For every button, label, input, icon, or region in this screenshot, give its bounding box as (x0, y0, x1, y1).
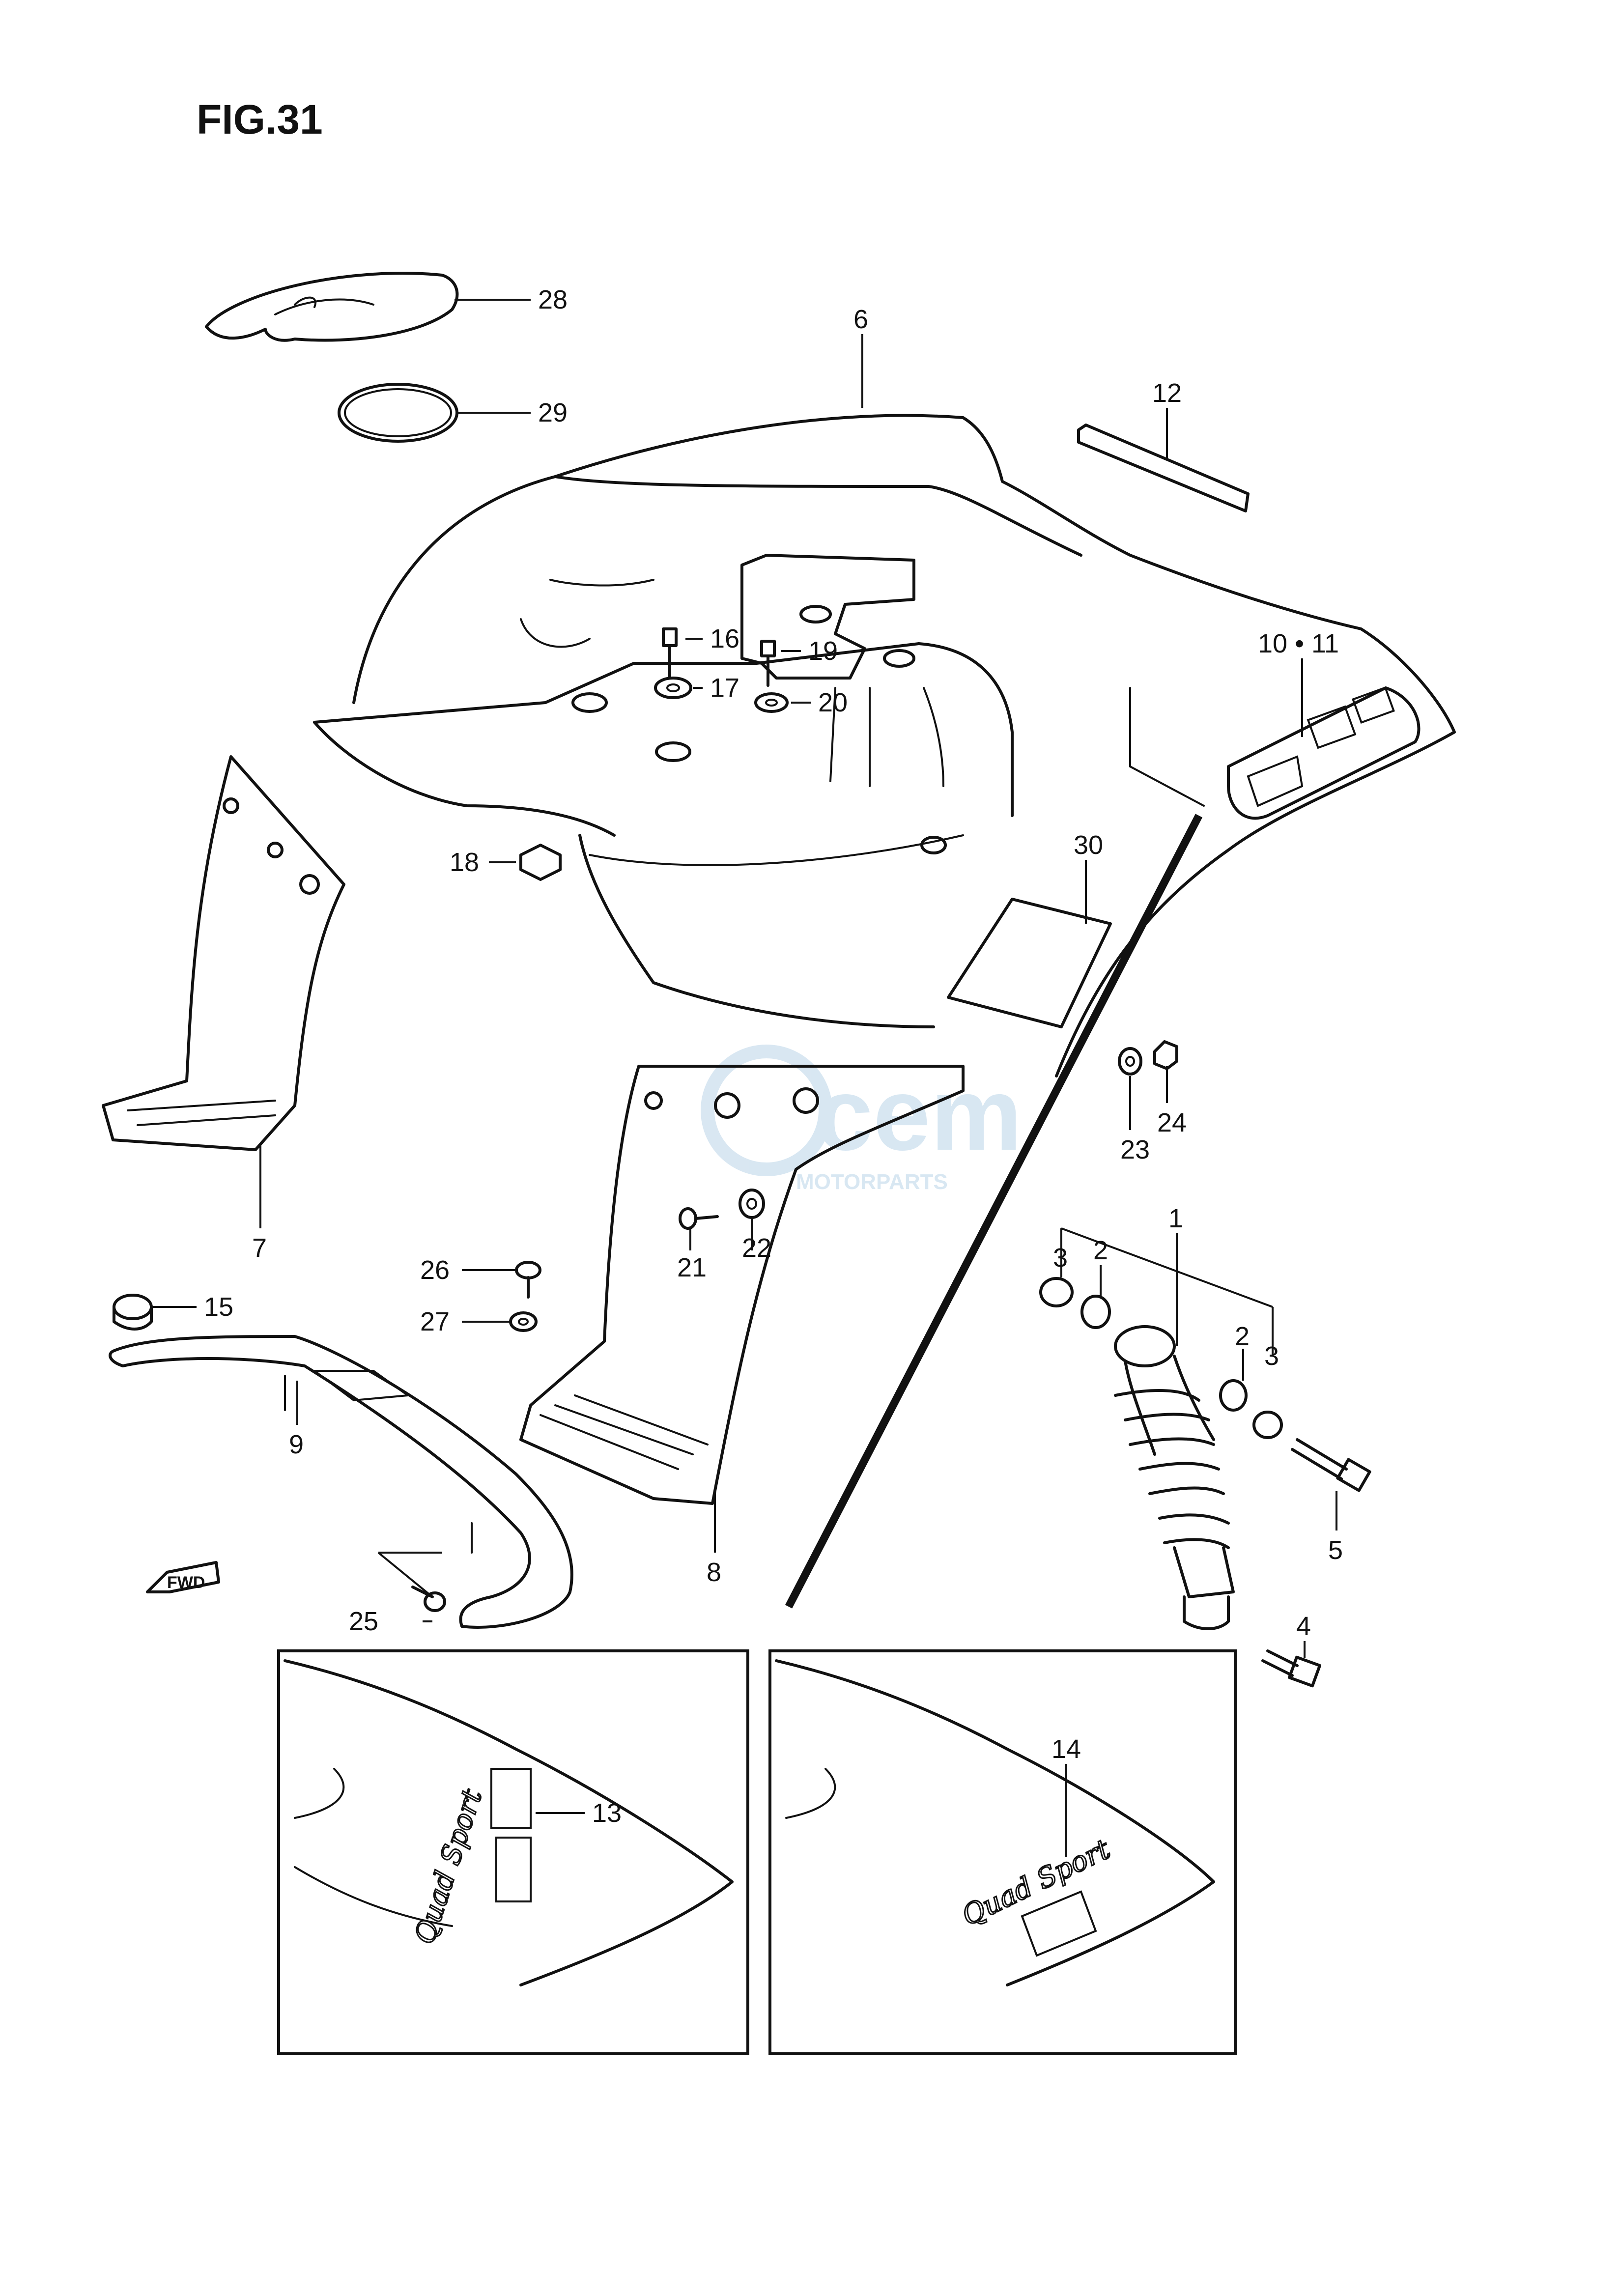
part-18-nut (519, 844, 562, 881)
part-3-bushing-right (1252, 1411, 1283, 1439)
part-2-ring-left (1080, 1295, 1111, 1329)
part-8-right-mudflap (519, 1065, 965, 1505)
part-27-washer (509, 1311, 538, 1332)
part-29-ring (338, 383, 458, 443)
callout-29: 29 (538, 398, 568, 427)
callout-1: 1 (1168, 1204, 1183, 1233)
callout-23: 23 (1120, 1135, 1150, 1164)
part-9-bracket (109, 1335, 573, 1629)
part-15-cap (113, 1294, 153, 1331)
callout-12: 12 (1152, 378, 1182, 408)
inset-panel-13: Quad Sport (277, 1649, 749, 2055)
callout-14: 14 (1052, 1734, 1081, 1764)
callout-21: 21 (677, 1253, 707, 1282)
callout-9: 9 (289, 1430, 304, 1459)
callout-10-11: 10 • 11 (1258, 629, 1339, 658)
callout-30: 30 (1074, 830, 1103, 860)
callout-20: 20 (818, 688, 848, 717)
callout-2-left: 2 (1093, 1236, 1108, 1265)
callout-5: 5 (1328, 1535, 1343, 1565)
part-3-bushing-left (1039, 1277, 1074, 1307)
fwd-arrow: FWD (146, 1561, 220, 1593)
part-19-screw (760, 640, 776, 687)
callout-15: 15 (204, 1292, 233, 1322)
divider-line (785, 814, 1203, 1609)
callout-28: 28 (538, 285, 568, 314)
part-12-strip (1077, 424, 1250, 512)
part-17-washer (654, 677, 692, 699)
figure-title: FIG.31 (197, 96, 323, 142)
callout-18: 18 (450, 848, 479, 877)
inset-13-logo-text: Quad Sport (408, 1786, 488, 1948)
part-20-washer (754, 692, 789, 713)
part-23-washer (1118, 1047, 1142, 1076)
leader-lines (152, 299, 1337, 1857)
part-24-nut (1153, 1040, 1178, 1070)
inset-panel-14: Quad Sport (768, 1649, 1237, 2055)
part-6-rear-fender (313, 414, 1456, 1077)
watermark: cem MOTORPARTS (701, 1045, 1022, 1194)
callout-16: 16 (710, 624, 739, 653)
watermark-sub: MOTORPARTS (796, 1170, 948, 1194)
part-1-shock-absorber (1114, 1325, 1235, 1630)
callout-26: 26 (420, 1255, 450, 1285)
fwd-arrow-label: FWD (167, 1573, 205, 1592)
part-4-bolt (1261, 1649, 1322, 1688)
callout-4: 4 (1296, 1612, 1311, 1641)
part-22-washer (739, 1189, 765, 1219)
part-26-screw (515, 1261, 541, 1299)
part-28-seat-pad (205, 272, 459, 342)
callout-13: 13 (592, 1798, 622, 1828)
callout-22: 22 (742, 1233, 771, 1263)
part-7-left-mudflap (102, 755, 345, 1151)
callout-27: 27 (420, 1307, 450, 1336)
callout-24: 24 (1157, 1108, 1187, 1137)
part-21-screw (679, 1207, 719, 1230)
callout-labels: 28 29 6 12 16 19 17 20 10 • 11 18 30 7 2… (204, 285, 1343, 1828)
part-25-bolt (411, 1586, 446, 1612)
callout-3-right: 3 (1264, 1341, 1279, 1371)
callout-2-right: 2 (1235, 1322, 1250, 1351)
callout-8: 8 (707, 1558, 721, 1587)
callout-25: 25 (349, 1607, 378, 1636)
part-30-pad (947, 898, 1112, 1028)
callout-19: 19 (808, 636, 838, 666)
callout-7: 7 (252, 1233, 267, 1263)
callout-6: 6 (853, 305, 868, 334)
part-5-bolt (1291, 1438, 1371, 1492)
watermark-brand: cem (816, 1056, 1022, 1172)
callout-17: 17 (710, 673, 739, 703)
part-2-ring-right (1219, 1379, 1248, 1412)
callout-3-left: 3 (1053, 1243, 1068, 1273)
part-16-screw (662, 627, 678, 680)
